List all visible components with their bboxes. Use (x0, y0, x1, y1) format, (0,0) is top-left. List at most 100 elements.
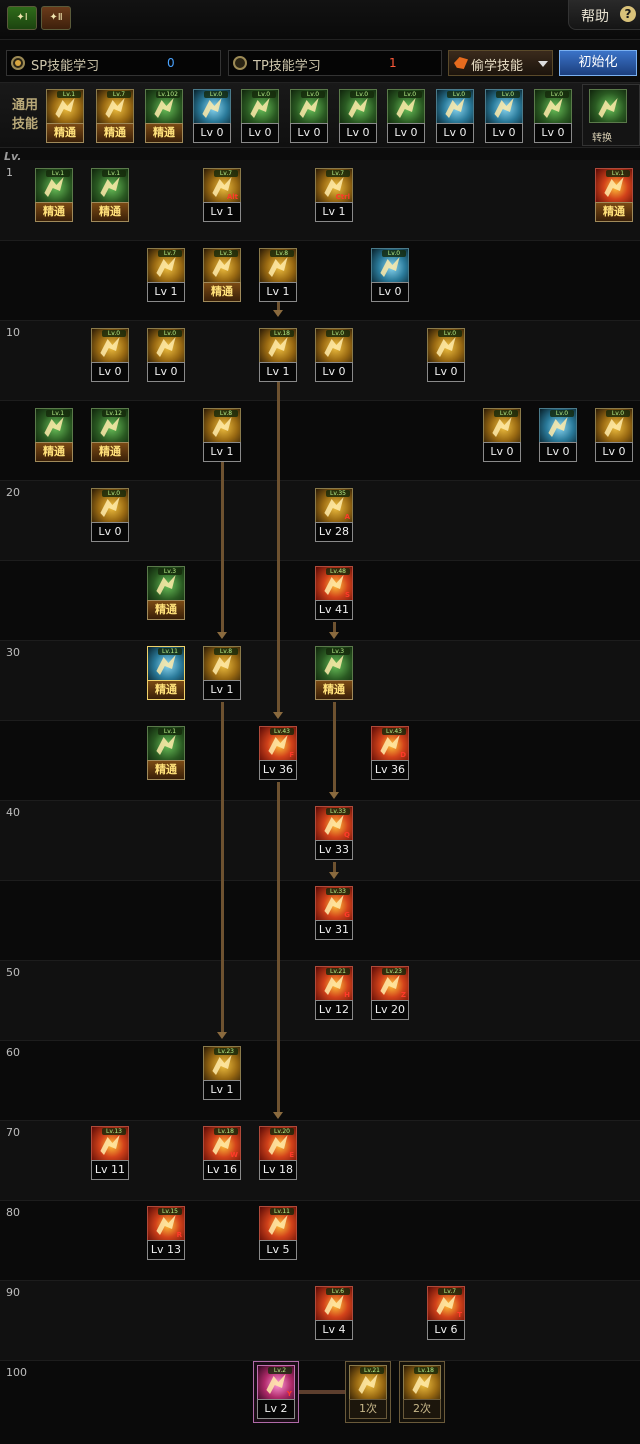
level-label: 10 (6, 326, 20, 339)
skill-icon: Lv.3 (203, 248, 241, 282)
tp-learn-toggle[interactable]: TP技能学习 1 (228, 50, 442, 76)
tab-first-class[interactable]: ✦Ⅰ (7, 6, 37, 30)
level-row (0, 1360, 640, 1444)
skill-level-tag: Lv.3 (326, 648, 350, 655)
tab-second-class[interactable]: ✦Ⅱ (41, 6, 71, 30)
level-row (0, 1280, 640, 1360)
skill-glyph-icon (100, 177, 120, 197)
sp-learn-toggle[interactable]: SP技能学习 0 (6, 50, 221, 76)
steal-skill-dropdown[interactable]: 偷学技能 (448, 50, 553, 76)
skill-level-label: Lv 1 (147, 282, 185, 302)
reset-button[interactable]: 初始化 (559, 50, 637, 76)
skill-level-tag: Lv.18 (414, 1367, 438, 1374)
tp-label: TP技能学习 (253, 59, 321, 74)
skill-slot[interactable]: Lv.18 2次 (403, 1365, 441, 1419)
skill-level-label: Lv 0 (290, 123, 328, 143)
tp-radio-icon[interactable] (233, 56, 247, 70)
level-label: 60 (6, 1046, 20, 1059)
skill-level-label: Lv 2 (257, 1399, 295, 1419)
skill-level-tag: Lv.11 (270, 1208, 294, 1215)
skill-level-tag: Lv.0 (494, 410, 518, 417)
skill-level-tag: Lv.33 (326, 808, 350, 815)
switch-skill-button[interactable] (582, 84, 640, 146)
skill-level-label: 2次 (403, 1399, 441, 1419)
skill-icon: Lv.8 (203, 408, 241, 442)
skill-level-tag: Lv.1 (46, 410, 70, 417)
skill-level-label: Lv 0 (91, 522, 129, 542)
skill-level-tag: Lv.7 (214, 170, 238, 177)
skill-glyph-icon (436, 337, 456, 357)
skill-level-label: Lv 1 (259, 362, 297, 382)
skill-level-tag: Lv.1 (57, 91, 81, 98)
connector-line (277, 302, 280, 310)
skill-glyph-icon (543, 98, 563, 118)
skill-glyph-icon (212, 655, 232, 675)
skill-level-label: Lv 6 (427, 1320, 465, 1340)
skill-level-label: 精通 (91, 442, 129, 462)
skill-level-tag: Lv.0 (550, 410, 574, 417)
skill-level-label: Lv 1 (259, 282, 297, 302)
skill-glyph-icon (100, 337, 120, 357)
sp-radio-icon[interactable] (11, 56, 25, 70)
skill-level-tag: Lv.0 (382, 250, 406, 257)
help-button[interactable]: 帮助 ? (568, 0, 640, 30)
level-label: 1 (6, 166, 13, 179)
